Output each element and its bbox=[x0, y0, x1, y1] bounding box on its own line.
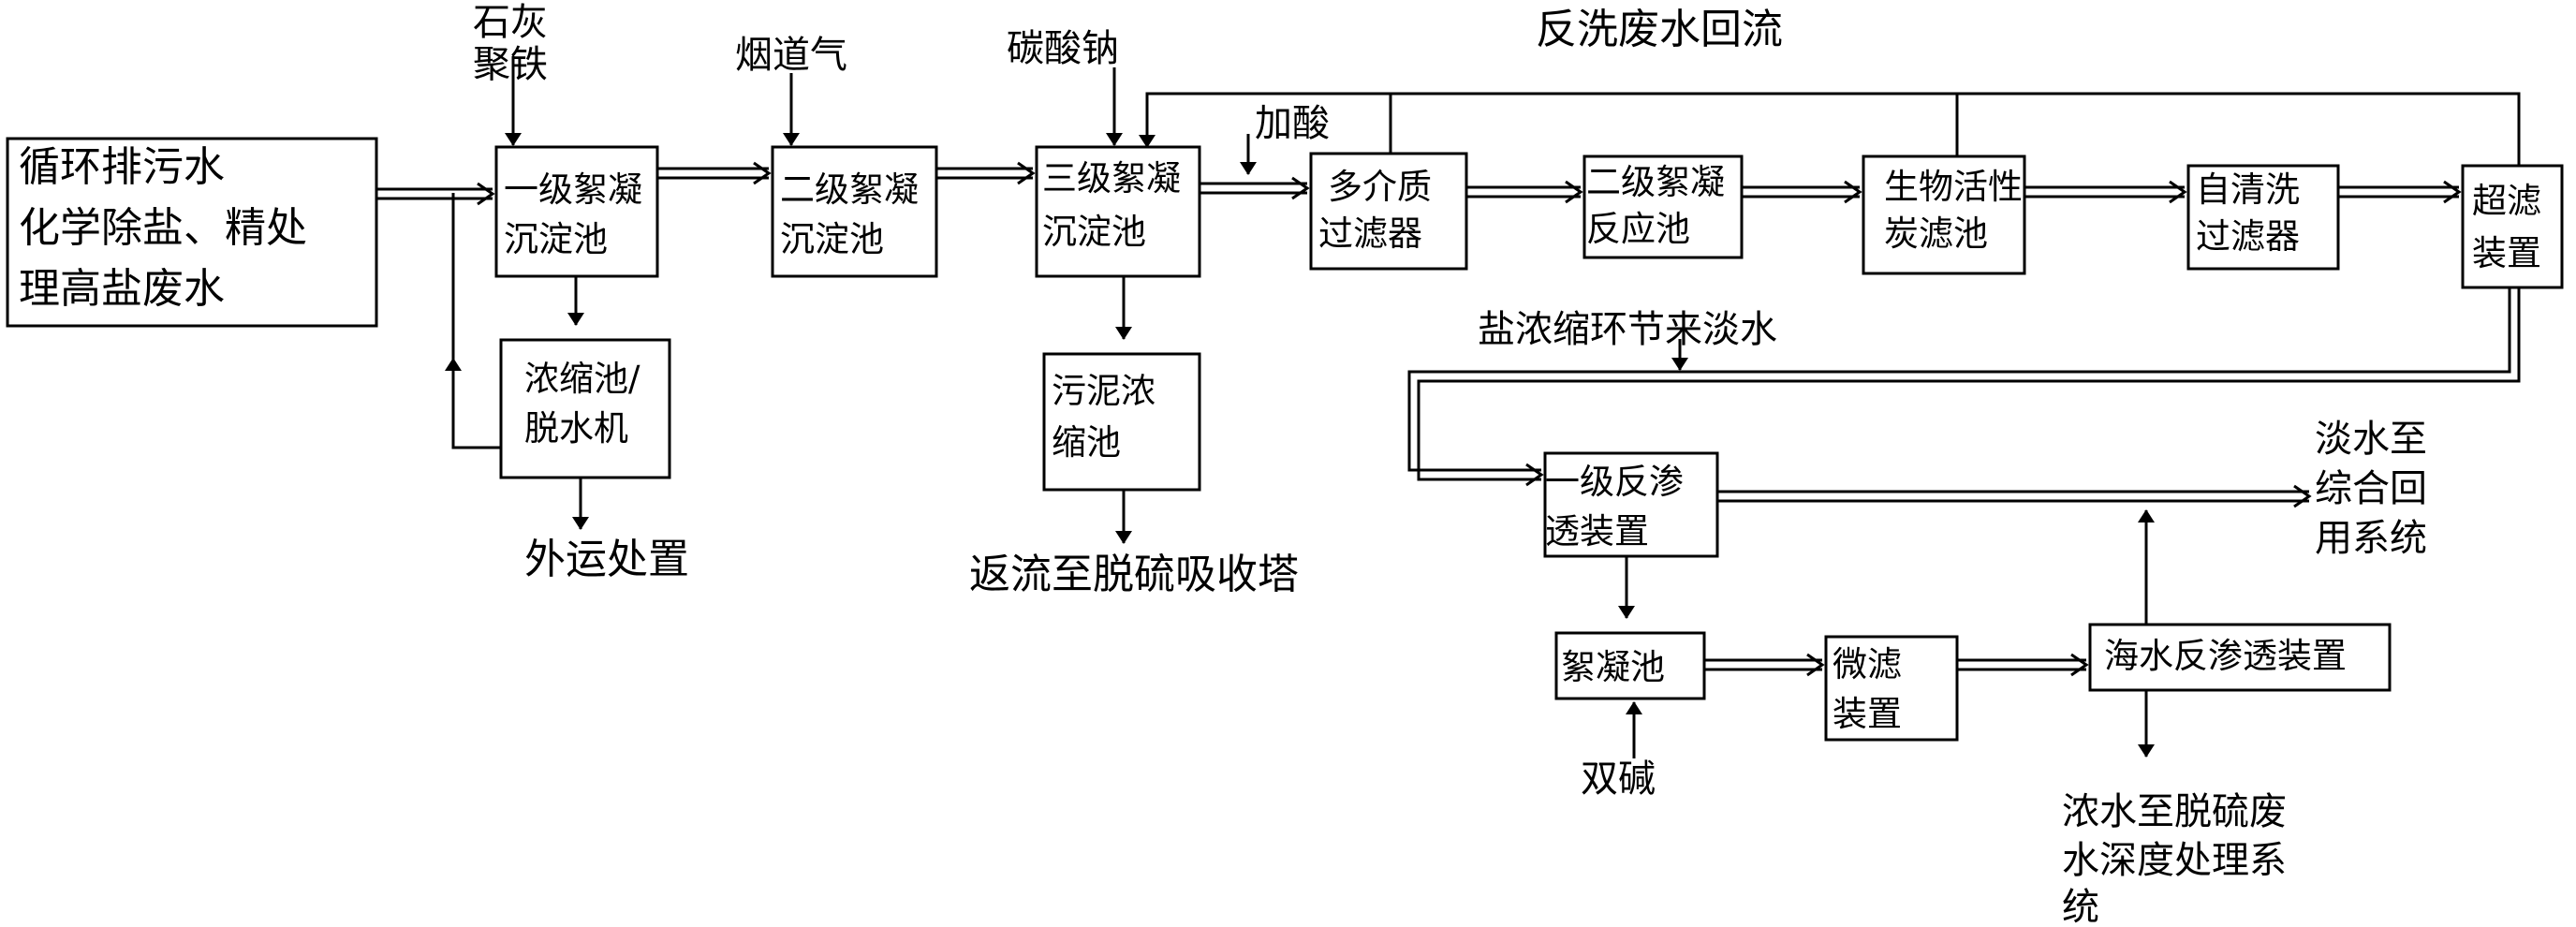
ro1-line-2: 透装置 bbox=[1545, 511, 1649, 552]
box-biological-activated-carbon-filter: 生物活性 炭滤池 bbox=[1862, 154, 2026, 275]
multimedia-line-2: 过滤器 bbox=[1318, 213, 1422, 254]
box-seawater-reverse-osmosis: 海水反渗透装置 bbox=[2088, 623, 2392, 692]
label-lime: 石灰 bbox=[473, 1, 548, 44]
coag1-line-1: 一级絮凝 bbox=[504, 169, 642, 210]
dosing-and-side-flows bbox=[445, 56, 2155, 758]
pipe-uf-to-ro1 bbox=[1407, 287, 2521, 487]
box-primary-reverse-osmosis: 一级反渗 透装置 bbox=[1543, 451, 1719, 558]
return-thickener-filtrate bbox=[451, 193, 501, 449]
coag-react2-line-2: 反应池 bbox=[1586, 209, 1690, 249]
coag2-line-2: 沉淀池 bbox=[780, 219, 884, 259]
label-offsite-disposal: 外运处置 bbox=[524, 536, 689, 583]
pipe-multimedia-to-coag-react2 bbox=[1466, 180, 1583, 204]
pipe-floc-to-micro bbox=[1704, 653, 1825, 677]
box-self-cleaning-filter: 自清洗 过滤器 bbox=[2186, 164, 2340, 271]
micro-line-1: 微滤 bbox=[1833, 644, 1902, 684]
coag3-line-1: 三级絮凝 bbox=[1042, 158, 1181, 199]
label-soda: 碳酸钠 bbox=[1007, 27, 1119, 70]
pipe-selfclean-to-uf bbox=[2338, 180, 2462, 204]
label-fresh-out-line-2: 综合回 bbox=[2315, 467, 2427, 510]
bac-line-1: 生物活性 bbox=[1884, 167, 2023, 207]
pipe-source-to-coag1 bbox=[376, 182, 495, 206]
pipe-coag2-to-coag3 bbox=[936, 161, 1036, 185]
swro-line-1: 海水反渗透装置 bbox=[2104, 636, 2347, 676]
source-line-2: 化学除盐、精处 bbox=[19, 204, 307, 252]
box-secondary-coagulation-tank: 二级絮凝 沉淀池 bbox=[771, 145, 938, 278]
backwash-return-loop bbox=[1139, 92, 2521, 166]
micro-line-2: 装置 bbox=[1833, 694, 1902, 734]
coag3-line-2: 沉淀池 bbox=[1042, 212, 1146, 252]
label-return-desulf-tower: 返流至脱硫吸收塔 bbox=[969, 551, 1299, 598]
label-flue-gas: 烟道气 bbox=[735, 34, 847, 77]
pipe-bac-to-selfclean bbox=[2024, 180, 2187, 204]
coag2-line-1: 二级絮凝 bbox=[780, 169, 919, 210]
box-primary-coagulation-tank: 一级絮凝 沉淀池 bbox=[494, 145, 659, 278]
pipe-coag-react2-to-bac bbox=[1742, 180, 1862, 204]
label-brine-out-line-1: 浓水至脱硫废 bbox=[2062, 790, 2287, 833]
box-tertiary-coagulation-tank: 三级絮凝 沉淀池 bbox=[1035, 145, 1201, 278]
source-line-3: 理高盐废水 bbox=[19, 265, 225, 313]
floc-line-1: 絮凝池 bbox=[1561, 647, 1665, 687]
box-multimedia-filter: 多介质 过滤器 bbox=[1309, 152, 1468, 271]
label-double-alkali: 双碱 bbox=[1581, 758, 1656, 801]
label-fresh-out-line-3: 用系统 bbox=[2315, 517, 2427, 560]
ro1-line-1: 一级反渗 bbox=[1545, 462, 1684, 502]
source-line-1: 循环排污水 bbox=[19, 143, 225, 191]
labels: 石灰 聚铁 烟道气 碳酸钠 反洗废水回流 加酸 外运处置 返流至脱硫吸收塔 盐浓… bbox=[473, 1, 2427, 927]
pipe-ro1-fresh-out bbox=[1717, 484, 2312, 508]
uf-line-2: 装置 bbox=[2472, 233, 2541, 273]
pipe-micro-to-swro bbox=[1957, 653, 2089, 677]
main-flow-pipes bbox=[376, 161, 2521, 677]
label-salt-concentration-fresh: 盐浓缩环节来淡水 bbox=[1478, 308, 1777, 351]
multimedia-line-1: 多介质 bbox=[1328, 167, 1432, 207]
pipe-coag3-to-multimedia bbox=[1200, 176, 1310, 200]
label-fresh-out-line-1: 淡水至 bbox=[2315, 418, 2427, 461]
box-secondary-coagulation-reaction-tank: 二级絮凝 反应池 bbox=[1582, 154, 1744, 259]
selfclean-line-2: 过滤器 bbox=[2196, 216, 2300, 257]
uf-line-1: 超滤 bbox=[2472, 181, 2541, 221]
label-acid: 加酸 bbox=[1255, 102, 1330, 145]
sludge-line-2: 缩池 bbox=[1052, 422, 1121, 463]
box-thickener-dewatering: 浓缩池/ 脱水机 bbox=[499, 338, 671, 479]
label-brine-out-line-2: 水深度处理系 bbox=[2062, 839, 2287, 882]
coag-react2-line-1: 二级絮凝 bbox=[1586, 162, 1725, 202]
sludge-line-1: 污泥浓 bbox=[1052, 371, 1156, 411]
label-polyferric: 聚铁 bbox=[473, 43, 548, 86]
box-sludge-thickener: 污泥浓 缩池 bbox=[1042, 352, 1201, 492]
thickener-line-1: 浓缩池/ bbox=[524, 359, 640, 399]
coag1-line-2: 沉淀池 bbox=[504, 219, 608, 259]
selfclean-line-1: 自清洗 bbox=[2196, 169, 2300, 210]
thickener-line-2: 脱水机 bbox=[524, 408, 628, 449]
label-backwash-return: 反洗废水回流 bbox=[1536, 6, 1783, 53]
pipe-coag1-to-coag2 bbox=[657, 161, 772, 185]
box-flocculation-tank: 絮凝池 bbox=[1554, 631, 1706, 700]
bac-line-2: 炭滤池 bbox=[1884, 213, 1988, 254]
box-microfiltration-unit: 微滤 装置 bbox=[1824, 635, 1959, 742]
label-brine-out-line-3: 统 bbox=[2062, 886, 2099, 927]
box-source: 循环排污水 化学除盐、精处 理高盐废水 bbox=[6, 137, 378, 328]
box-ultrafiltration-unit: 超滤 装置 bbox=[2461, 164, 2564, 289]
